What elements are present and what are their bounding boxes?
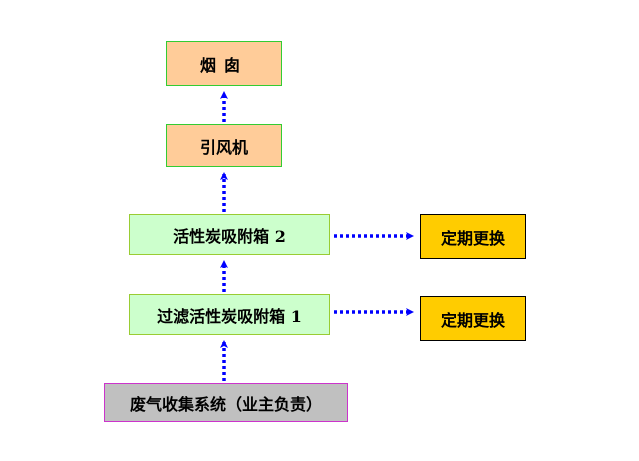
node-filter-activated-carbon-box-1: 过滤活性炭吸附箱 1	[129, 294, 330, 335]
node-activated-carbon-box-2: 活性炭吸附箱 2	[129, 214, 330, 255]
node-waste-gas-collection: 废气收集系统（业主负责）	[104, 383, 348, 422]
node-waste-gas-collection-label: 废气收集系统（业主负责）	[129, 394, 322, 414]
node-replace-regularly-2-label: 定期更换	[440, 310, 505, 330]
node-replace-regularly-1: 定期更换	[420, 214, 526, 259]
node-replace-regularly-1-label: 定期更换	[440, 228, 505, 248]
node-replace-regularly-2: 定期更换	[420, 296, 526, 341]
node-filter-activated-carbon-box-1-label: 过滤活性炭吸附箱 1	[157, 306, 302, 326]
node-activated-carbon-box-2-label: 活性炭吸附箱 2	[173, 226, 286, 246]
node-fan-label: 引风机	[199, 137, 248, 157]
node-chimney-label: 烟囱	[199, 55, 248, 75]
node-fan: 引风机	[166, 124, 282, 167]
node-chimney: 烟囱	[166, 41, 282, 86]
